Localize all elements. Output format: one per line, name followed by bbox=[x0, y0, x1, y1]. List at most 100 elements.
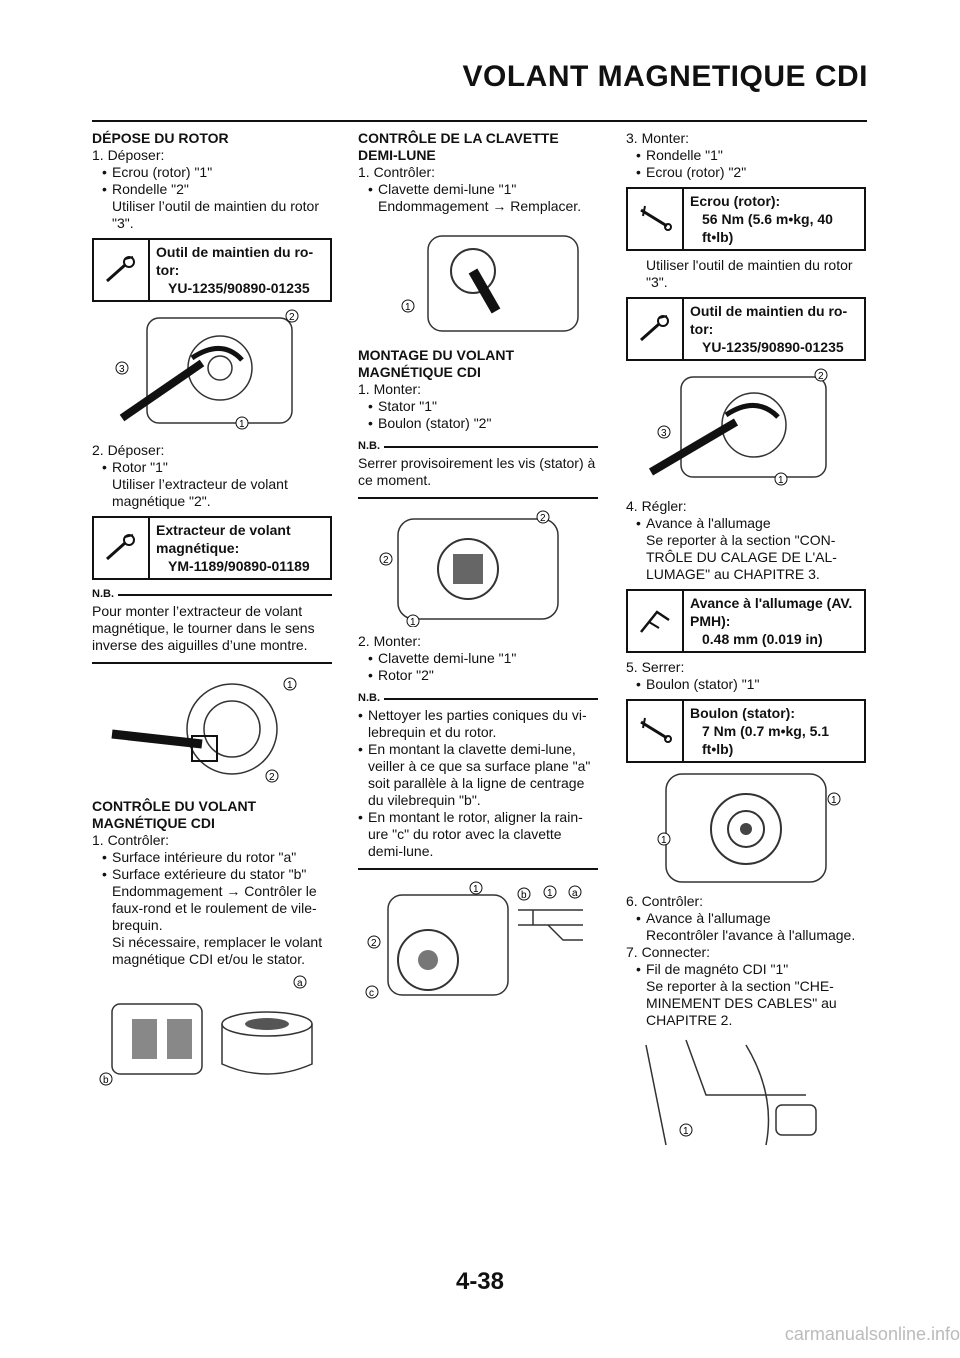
note-recontroler: Recontrôler l'avance à l'allumage. bbox=[646, 927, 856, 943]
tool-value: YU-1235/90890-01235 bbox=[168, 280, 310, 296]
column-3: 3. Monter: Rondelle "1" Ecrou (rotor) "2… bbox=[626, 130, 866, 1161]
callout-2: 2 bbox=[371, 938, 377, 949]
bullet-rondelle: Rondelle "2" bbox=[102, 181, 332, 198]
callout-3: 3 bbox=[661, 428, 667, 439]
section-title-depose-rotor: DÉPOSE DU ROTOR bbox=[92, 130, 229, 146]
section-title-montage-volant: MONTAGE DU VOLANT MAGNÉTIQUE CDI bbox=[358, 347, 515, 380]
bullet-rotor: Rotor "2" bbox=[368, 667, 598, 684]
callout-1: 1 bbox=[410, 617, 416, 627]
torque-spec-boulon-stator: Boulon (stator):7 Nm (0.7 m•kg, 5.1 ft•l… bbox=[626, 699, 866, 763]
nb-label: N.B. bbox=[358, 438, 598, 455]
tool-label: Extracteur de volant magnétique: bbox=[156, 522, 291, 556]
note-endommagement: Endommagement → Contrôler le faux-rond e… bbox=[112, 883, 317, 933]
note-remplacer: Endommagement → Remplacer. bbox=[378, 198, 582, 214]
wrench-tool-icon bbox=[94, 240, 150, 300]
bullet-avance: Avance à l'allumage bbox=[636, 515, 866, 532]
nb-label: N.B. bbox=[358, 690, 598, 707]
callout-2: 2 bbox=[383, 555, 389, 566]
tool-value: YU-1235/90890-01235 bbox=[702, 339, 844, 355]
step-6-controler: 6. Contrôler: bbox=[626, 893, 704, 909]
bullet-surface-rotor: Surface intérieure du rotor "a" bbox=[102, 849, 332, 866]
spec-label: Ecrou (rotor): bbox=[690, 193, 781, 209]
callout-1: 1 bbox=[778, 475, 784, 486]
step-7-connecter: 7. Connecter: bbox=[626, 944, 711, 960]
tool-label: Outil de maintien du ro-tor: bbox=[690, 303, 848, 337]
nb-divider bbox=[358, 868, 598, 870]
callout-1: 1 bbox=[405, 302, 411, 313]
rotor-holder-install-illustration: 2 3 1 bbox=[648, 368, 828, 486]
wrench-tool-icon bbox=[94, 518, 150, 578]
bullet-boulon-stator: Boulon (stator) "1" bbox=[636, 676, 866, 693]
step-1-monter: 1. Monter: bbox=[358, 381, 422, 397]
bullet-surface-stator: Surface extérieure du stator "b" bbox=[102, 866, 332, 883]
callout-2: 2 bbox=[818, 371, 824, 382]
page-title: VOLANT MAGNETIQUE CDI bbox=[462, 60, 868, 93]
woodruff-key-illustration: 1 bbox=[401, 235, 579, 332]
nb-item: Nettoyer les parties coniques du vi-lebr… bbox=[358, 707, 598, 741]
callout-1: 1 bbox=[547, 888, 553, 899]
callout-c: c bbox=[369, 988, 374, 999]
rotor-holder-illustration: 2 3 1 bbox=[115, 309, 299, 430]
stator-install-illustration: 2 2 1 bbox=[379, 510, 559, 627]
column-2: CONTRÔLE DE LA CLAVETTE DEMI-LUNE 1. Con… bbox=[358, 130, 598, 1011]
torque-spec-ecrou-rotor: Ecrou (rotor):56 Nm (5.6 m•kg, 40 ft•lb) bbox=[626, 187, 866, 251]
nb-text: Serrer provisoirement les vis (stator) à… bbox=[358, 455, 596, 488]
step-2-deposer: 2. Déposer: bbox=[92, 442, 165, 458]
callout-1: 1 bbox=[831, 795, 837, 806]
tool-label: Outil de maintien du ro-tor: bbox=[156, 244, 314, 278]
bullet-boulon-stator: Boulon (stator) "2" bbox=[368, 415, 598, 432]
callout-1: 1 bbox=[287, 680, 293, 691]
flywheel-puller-illustration: 1 2 bbox=[111, 677, 297, 783]
bullet-stator: Stator "1" bbox=[368, 398, 598, 415]
spec-label: Avance à l'allumage (AV. PMH): bbox=[690, 595, 853, 629]
bullet-ecrou-rotor: Ecrou (rotor) "2" bbox=[636, 164, 866, 181]
page-number: 4-38 bbox=[455, 1268, 505, 1295]
wire-routing-illustration: 1 bbox=[645, 1039, 817, 1146]
callout-a: a bbox=[572, 888, 578, 899]
torque-wrench-icon bbox=[628, 701, 684, 761]
bullet-rotor: Rotor "1" bbox=[102, 459, 332, 476]
torque-wrench-icon bbox=[628, 189, 684, 249]
title-rule bbox=[92, 120, 867, 122]
caliper-icon bbox=[628, 591, 684, 651]
note-cheminement: Se reporter à la section "CHE-MINEMENT D… bbox=[646, 978, 837, 1028]
callout-1: 1 bbox=[661, 835, 667, 846]
bullet-clavette: Clavette demi-lune "1" bbox=[368, 650, 598, 667]
bullet-avance: Avance à l'allumage bbox=[636, 910, 866, 927]
step-1-controler: 1. Contrôler: bbox=[358, 164, 436, 180]
section-title-controle-clavette: CONTRÔLE DE LA CLAVETTE DEMI-LUNE bbox=[358, 130, 559, 163]
callout-2: 2 bbox=[269, 772, 275, 783]
step-3-monter: 3. Monter: bbox=[626, 130, 690, 146]
column-1: DÉPOSE DU ROTOR 1. Déposer: Ecrou (rotor… bbox=[92, 130, 332, 1098]
tool-value: YM-1189/90890-01189 bbox=[168, 558, 310, 574]
nb-text: Pour monter l’extracteur de volant magné… bbox=[92, 603, 315, 653]
wrench-tool-icon bbox=[628, 299, 684, 359]
note-extracteur: Utiliser l’extracteur de volant magnétiq… bbox=[112, 476, 288, 509]
callout-b: b bbox=[521, 890, 527, 901]
step-1-controler: 1. Contrôler: bbox=[92, 832, 170, 848]
stator-bolt-illustration: 1 1 bbox=[657, 773, 841, 883]
callout-1: 1 bbox=[683, 1126, 689, 1137]
spec-value: 7 Nm (0.7 m•kg, 5.1 ft•lb) bbox=[702, 723, 830, 757]
bullet-ecrou-rotor: Ecrou (rotor) "1" bbox=[102, 164, 332, 181]
note-outil-maintien: Utiliser l’outil de maintien du rotor "3… bbox=[112, 198, 319, 231]
callout-1: 1 bbox=[239, 419, 245, 430]
note-outil-maintien: Utiliser l'outil de maintien du rotor "3… bbox=[646, 257, 853, 290]
nb-item: En montant le rotor, aligner la rain-ure… bbox=[358, 809, 598, 860]
spec-value: 0.48 mm (0.019 in) bbox=[702, 631, 823, 647]
nb-divider bbox=[92, 662, 332, 664]
step-4-regler: 4. Régler: bbox=[626, 498, 687, 514]
step-1-deposer: 1. Déposer: bbox=[92, 147, 165, 163]
watermark: carmanualsonline.info bbox=[784, 1324, 960, 1344]
rotor-install-illustration: 1 2 c b 1 a bbox=[365, 881, 583, 999]
note-remplacer: Si nécessaire, remplacer le volant magné… bbox=[112, 934, 323, 967]
section-title-controle-volant: CONTRÔLE DU VOLANT MAGNÉTIQUE CDI bbox=[92, 798, 257, 831]
bullet-fil-magneto: Fil de magnéto CDI "1" bbox=[636, 961, 866, 978]
bullet-clavette: Clavette demi-lune "1" bbox=[368, 181, 598, 198]
rotor-stator-illustration: a b bbox=[99, 975, 313, 1086]
callout-2: 2 bbox=[289, 312, 295, 323]
nb-divider bbox=[358, 497, 598, 499]
spec-avance-allumage: Avance à l'allumage (AV. PMH): 0.48 mm (0… bbox=[626, 589, 866, 653]
tool-box-rotor-holder: Outil de maintien du ro-tor: YU-1235/9089… bbox=[92, 238, 332, 302]
callout-a: a bbox=[297, 978, 303, 989]
